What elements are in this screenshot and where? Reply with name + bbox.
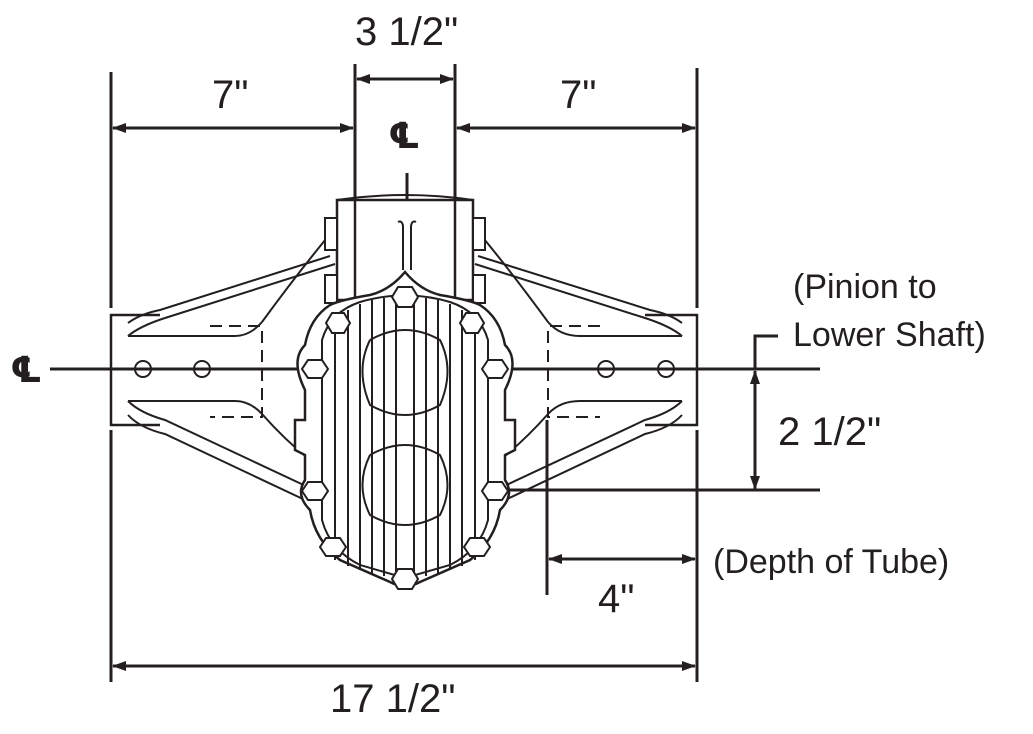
dimension-arrows <box>112 74 760 671</box>
differential-cover <box>293 270 517 590</box>
note-pinion-line1: (Pinion to <box>793 268 937 306</box>
hex-bolt-icons <box>300 286 510 590</box>
dim-overall-width: 17 1/2" <box>330 677 455 721</box>
dim-right-width: 7" <box>560 73 596 117</box>
centerline-vertical-icon: ℄ <box>388 115 420 156</box>
extension-lines <box>109 64 699 682</box>
centerline-horizontal-icon: ℄ <box>10 349 42 390</box>
svg-text:℄: ℄ <box>388 115 420 156</box>
dim-vertical-offset: 2 1/2" <box>778 410 881 454</box>
note-depth-of-tube: (Depth of Tube) <box>713 543 949 581</box>
right-bracket <box>474 227 699 501</box>
note-pinion-line2: Lower Shaft) <box>793 316 986 354</box>
svg-text:℄: ℄ <box>10 349 42 390</box>
dim-left-width: 7" <box>212 73 248 117</box>
dim-top-center-width: 3 1/2" <box>355 10 458 54</box>
dim-tube-depth: 4" <box>598 577 634 621</box>
